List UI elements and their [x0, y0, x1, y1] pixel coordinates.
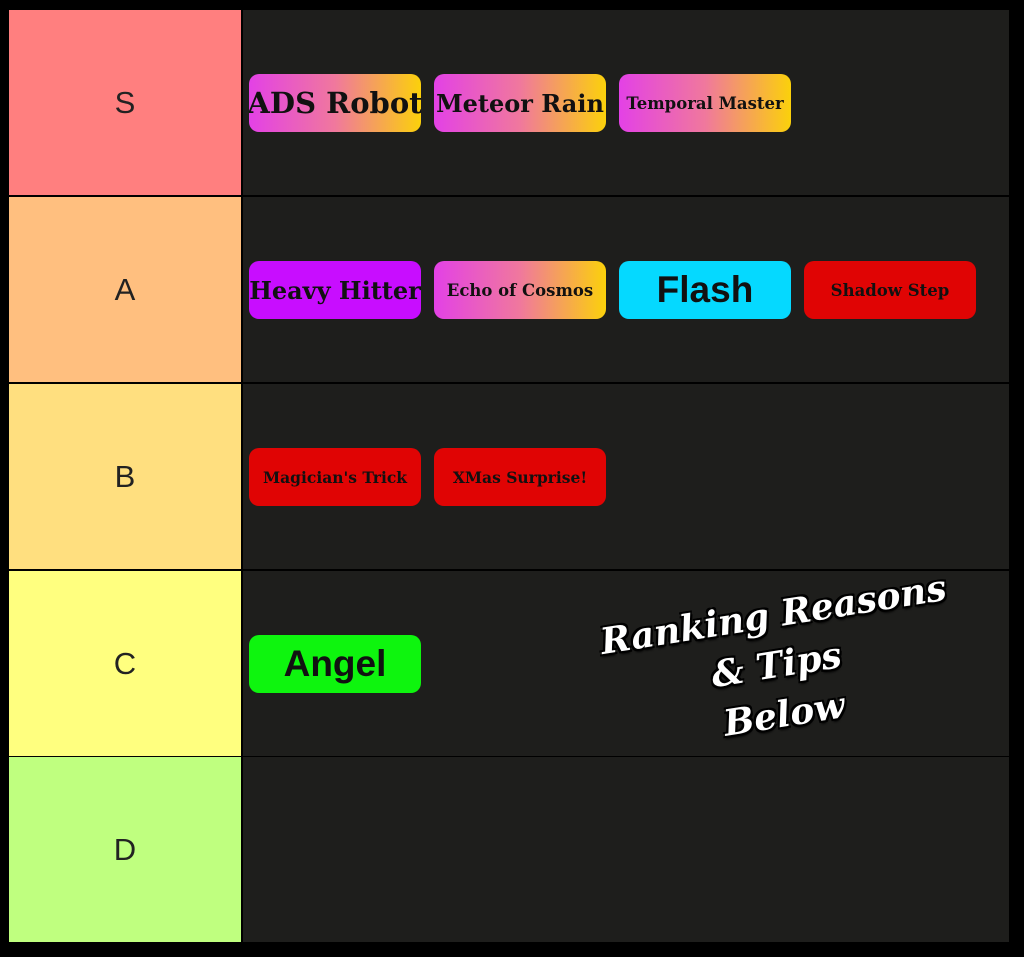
tier-item[interactable]: Flash — [619, 261, 791, 319]
tier-items-c: Angel — [243, 571, 1009, 756]
tier-label-a[interactable]: A — [9, 197, 241, 382]
tier-item[interactable]: ADS Robot — [249, 74, 421, 132]
tier-row-d: D — [9, 757, 1009, 942]
tier-label-s[interactable]: S — [9, 10, 241, 195]
tier-item[interactable]: Meteor Rain — [434, 74, 606, 132]
tier-row-c: C Angel — [9, 571, 1009, 756]
tier-label-d[interactable]: D — [9, 757, 241, 942]
tier-label-b[interactable]: B — [9, 384, 241, 569]
tier-list: S ADS Robot Meteor Rain Temporal Master … — [9, 10, 1009, 942]
tier-label-c[interactable]: C — [9, 571, 241, 756]
tier-item[interactable]: Shadow Step — [804, 261, 976, 319]
tier-item[interactable]: Echo of Cosmos — [434, 261, 606, 319]
tier-item[interactable]: Temporal Master — [619, 74, 791, 132]
tier-item[interactable]: Angel — [249, 635, 421, 693]
tier-row-a: A Heavy Hitter Echo of Cosmos Flash Shad… — [9, 197, 1009, 382]
tier-items-b: Magician's Trick XMas Surprise! — [243, 384, 1009, 569]
tier-item[interactable]: Magician's Trick — [249, 448, 421, 506]
tier-items-a: Heavy Hitter Echo of Cosmos Flash Shadow… — [243, 197, 1009, 382]
tier-items-d — [243, 757, 1009, 942]
tier-item[interactable]: XMas Surprise! — [434, 448, 606, 506]
tier-item[interactable]: Heavy Hitter — [249, 261, 421, 319]
tier-row-s: S ADS Robot Meteor Rain Temporal Master — [9, 10, 1009, 195]
tier-items-s: ADS Robot Meteor Rain Temporal Master — [243, 10, 1009, 195]
tier-row-b: B Magician's Trick XMas Surprise! — [9, 384, 1009, 569]
